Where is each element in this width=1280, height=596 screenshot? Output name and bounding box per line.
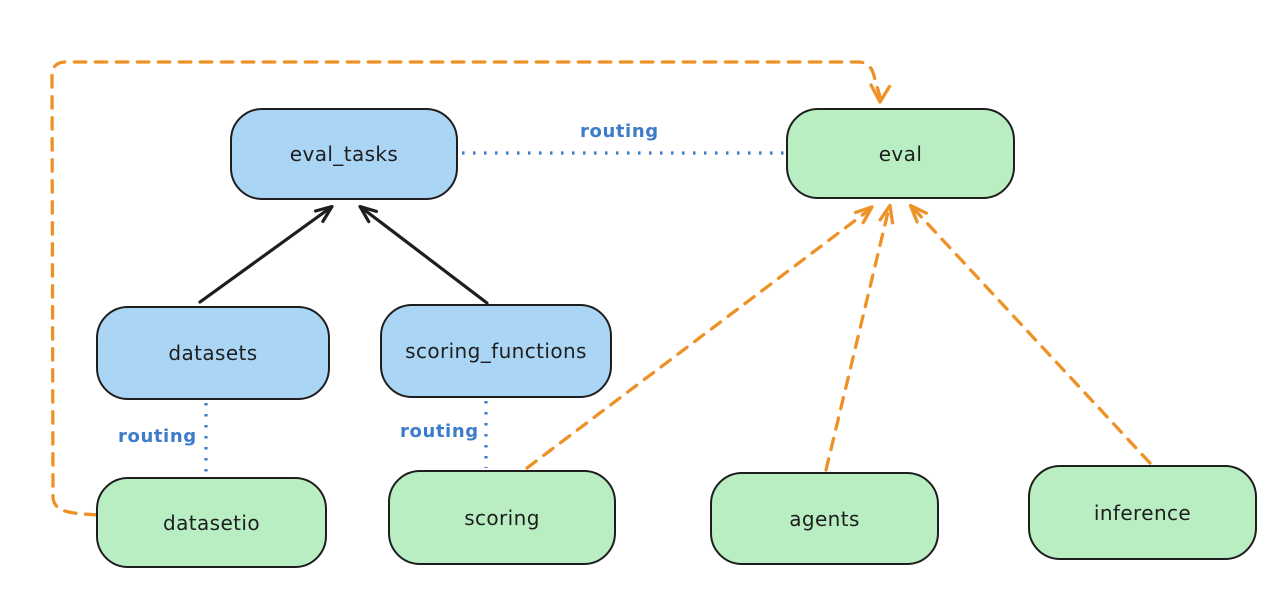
arrowhead-scoring-to-eval	[853, 205, 874, 225]
arrowhead-agents-to-eval	[878, 203, 895, 225]
routing-label-eval_tasks-eval: routing	[580, 121, 659, 142]
node-eval_tasks: eval_tasks	[230, 108, 458, 200]
routing-label-datasets-datasetio: routing	[118, 426, 197, 447]
arrowhead-datasetio-to-eval	[869, 83, 892, 104]
edge-datasets-to-eval_tasks	[198, 204, 334, 304]
node-scoring_functions: scoring_functions	[380, 304, 612, 398]
node-datasetio: datasetio	[96, 477, 327, 568]
edge-datasetio-to-eval	[50, 60, 882, 517]
edge-agents-to-eval	[824, 206, 891, 472]
routing-label-scoring_functions-scoring: routing	[400, 421, 479, 442]
node-datasets: datasets	[96, 306, 330, 400]
node-scoring: scoring	[388, 470, 616, 565]
edge-scoring_functions-to-eval_tasks	[358, 204, 489, 305]
edge-scoring-to-eval	[525, 208, 871, 470]
node-eval: eval	[786, 108, 1015, 199]
node-inference: inference	[1028, 465, 1257, 560]
edge-inference-to-eval	[911, 206, 1152, 465]
arrowhead-inference-to-eval	[908, 203, 929, 224]
node-agents: agents	[710, 472, 939, 565]
